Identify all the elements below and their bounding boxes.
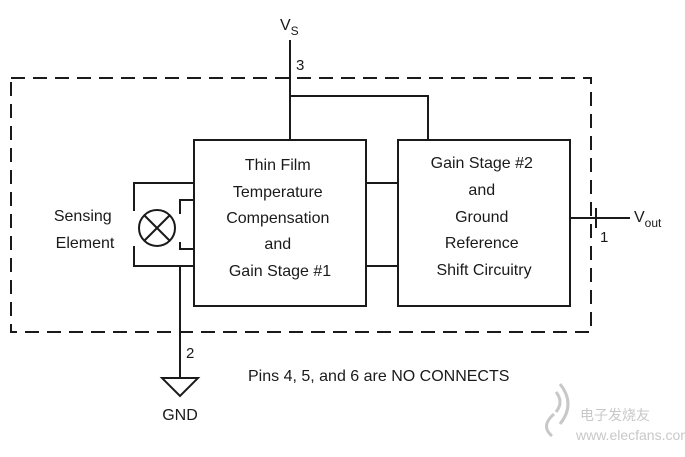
sensor-wire-top bbox=[133, 182, 194, 211]
block1-text: Thin Film Temperature Compensation and G… bbox=[226, 157, 334, 280]
package-outline bbox=[10, 77, 592, 333]
block2-text: Gain Stage #2 and Ground Reference Shift… bbox=[431, 155, 538, 279]
ground-pin-number: 2 bbox=[186, 345, 194, 362]
no-connect-note: Pins 4, 5, and 6 are NO CONNECTS bbox=[248, 368, 509, 385]
watermark-cn: 电子发烧友 bbox=[580, 407, 650, 423]
sensor-wire-right bbox=[179, 199, 194, 214]
watermark-url: www.elecfans.com bbox=[575, 427, 685, 443]
sensing-element-symbol bbox=[138, 209, 176, 247]
output-label: Vout bbox=[634, 209, 662, 230]
supply-to-gain2-wire bbox=[290, 95, 429, 140]
ground-label: GND bbox=[162, 407, 198, 424]
supply-label: VS bbox=[280, 17, 299, 38]
output-pin-number: 1 bbox=[600, 229, 608, 246]
watermark-icon bbox=[545, 383, 570, 438]
sensing-element-label: Sensing Element bbox=[54, 208, 116, 252]
sensor-wire-left bbox=[133, 246, 194, 267]
ground-symbol bbox=[159, 377, 201, 398]
supply-pin-number: 3 bbox=[296, 57, 304, 74]
block-temperature-compensation bbox=[193, 139, 367, 307]
block-gain-stage-2 bbox=[397, 139, 571, 307]
sensor-wire-bottom bbox=[179, 242, 194, 250]
watermark-logo: 电子发烧友 www.elecfans.com bbox=[545, 383, 685, 443]
